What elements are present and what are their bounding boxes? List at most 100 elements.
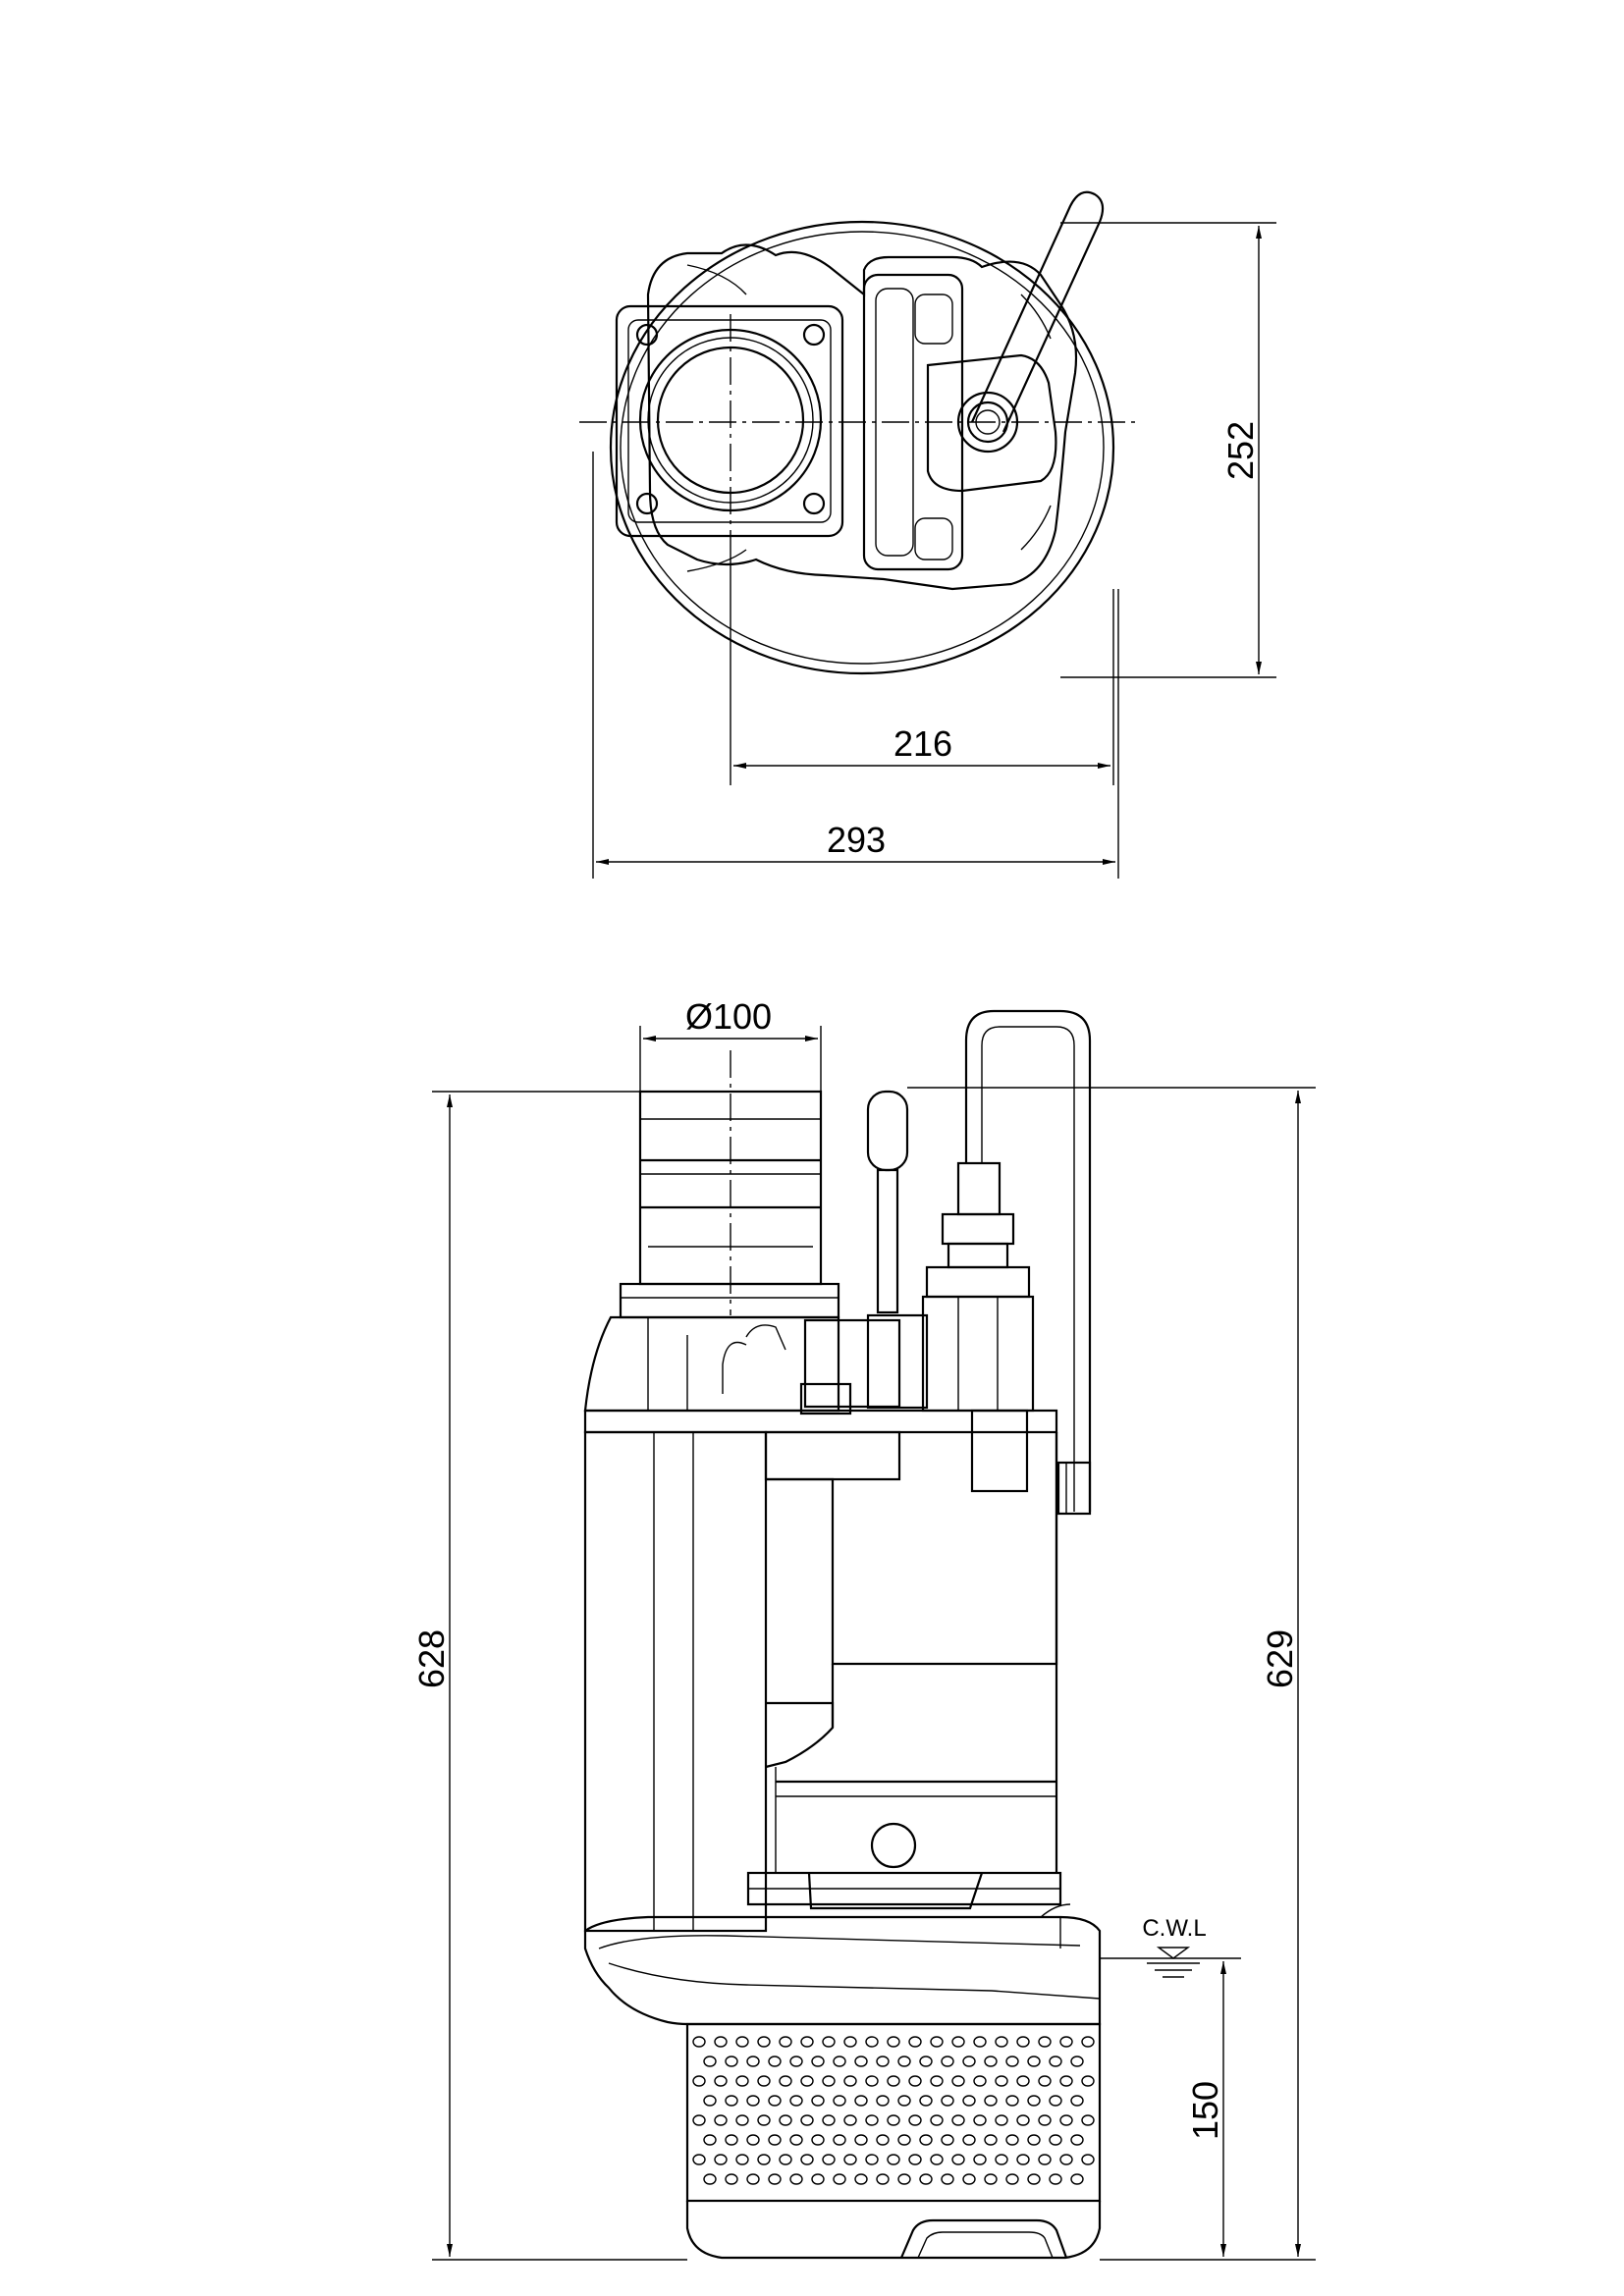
top-outlet-flange [615,304,844,538]
strainer-hole [951,2075,965,2087]
strainer-hole [768,2056,782,2067]
strainer-hole [1070,2056,1084,2067]
strainer-hole [746,2095,760,2107]
strainer-hole [1081,2154,1095,2165]
strainer-hole [908,2114,922,2126]
strainer-hole [692,2075,706,2087]
strainer-hole [897,2173,911,2185]
strainer-hole [779,2114,792,2126]
strainer-hole [789,2095,803,2107]
strainer-hole [822,2114,836,2126]
strainer-hole [1027,2095,1041,2107]
strainer-hole [1049,2173,1062,2185]
dimension-label-outlet: Ø100 [685,996,772,1037]
strainer-hole [1081,2114,1095,2126]
dimension-label-252: 252 [1220,421,1261,480]
strainer-hole [703,2056,717,2067]
strainer-hole [1059,2036,1073,2048]
strainer-hole [1059,2075,1073,2087]
strainer-hole [714,2036,728,2048]
strainer-hole [800,2154,814,2165]
strainer-hole [865,2075,879,2087]
strainer-hole [995,2036,1008,2048]
strainer-hole [941,2173,954,2185]
strainer-hole [703,2173,717,2185]
top-body-outline [646,243,1078,591]
strainer-hole [768,2173,782,2185]
strainer-hole [703,2095,717,2107]
strainer-hole [735,2114,749,2126]
strainer-hole [779,2075,792,2087]
strainer-hole [746,2056,760,2067]
side-cable-loop [964,1009,1092,1512]
strainer-hole [930,2036,944,2048]
strainer-hole [865,2114,879,2126]
dimension-top-overall-width: 293 [592,452,1119,879]
strainer-hole [833,2056,846,2067]
strainer-hole [854,2134,868,2146]
strainer-hole [1016,2075,1030,2087]
strainer-hole [822,2154,836,2165]
strainer-hole [1016,2154,1030,2165]
strainer-hole [854,2173,868,2185]
strainer-hole [876,2056,890,2067]
strainer-hole [833,2134,846,2146]
strainer-hole [1027,2173,1041,2185]
dimension-label-628: 628 [411,1629,452,1688]
strainer-hole [897,2095,911,2107]
strainer-hole [930,2154,944,2165]
strainer-hole [1038,2114,1052,2126]
strainer-hole [995,2154,1008,2165]
strainer-hole [919,2173,933,2185]
top-view [579,190,1139,675]
strainer-hole [973,2075,987,2087]
strainer-hole [768,2095,782,2107]
top-base-outline [609,220,1115,675]
strainer-hole [962,2173,976,2185]
strainer-hole [951,2154,965,2165]
strainer-hole [930,2075,944,2087]
strainer-hole [714,2075,728,2087]
strainer-hole [757,2114,771,2126]
strainer-hole [800,2075,814,2087]
strainer-hole [908,2036,922,2048]
strainer-hole [1070,2134,1084,2146]
strainer-hole [1049,2095,1062,2107]
strainer-hole [735,2075,749,2087]
strainer-hole [1005,2173,1019,2185]
strainer-hole [1070,2095,1084,2107]
strainer-hole [746,2134,760,2146]
strainer-hole [1081,2075,1095,2087]
side-left-housing [583,1430,768,1933]
strainer-hole [1027,2134,1041,2146]
side-motor-casing [766,1432,1058,1666]
strainer-hole [984,2056,998,2067]
side-strainer [685,2022,1102,2203]
strainer-hole [1070,2173,1084,2185]
strainer-hole [1038,2036,1052,2048]
strainer-hole [995,2114,1008,2126]
strainer-hole [800,2036,814,2048]
side-strainer-holes [692,2036,1095,2185]
dimension-label-629: 629 [1260,1629,1300,1688]
strainer-hole [725,2095,738,2107]
strainer-hole [703,2134,717,2146]
strainer-hole [962,2095,976,2107]
strainer-hole [725,2173,738,2185]
strainer-hole [757,2075,771,2087]
strainer-hole [833,2173,846,2185]
dimension-cwl: 150 C.W.L [1100,1915,1241,2257]
strainer-hole [951,2036,965,2048]
side-float-switch [866,1090,909,1172]
strainer-hole [833,2095,846,2107]
dimension-label-293: 293 [827,820,886,860]
strainer-hole [714,2154,728,2165]
strainer-hole [692,2154,706,2165]
strainer-hole [897,2134,911,2146]
dimension-outlet-diameter: Ø100 [639,996,822,1092]
strainer-hole [789,2134,803,2146]
strainer-hole [811,2173,825,2185]
strainer-hole [984,2173,998,2185]
strainer-hole [811,2056,825,2067]
